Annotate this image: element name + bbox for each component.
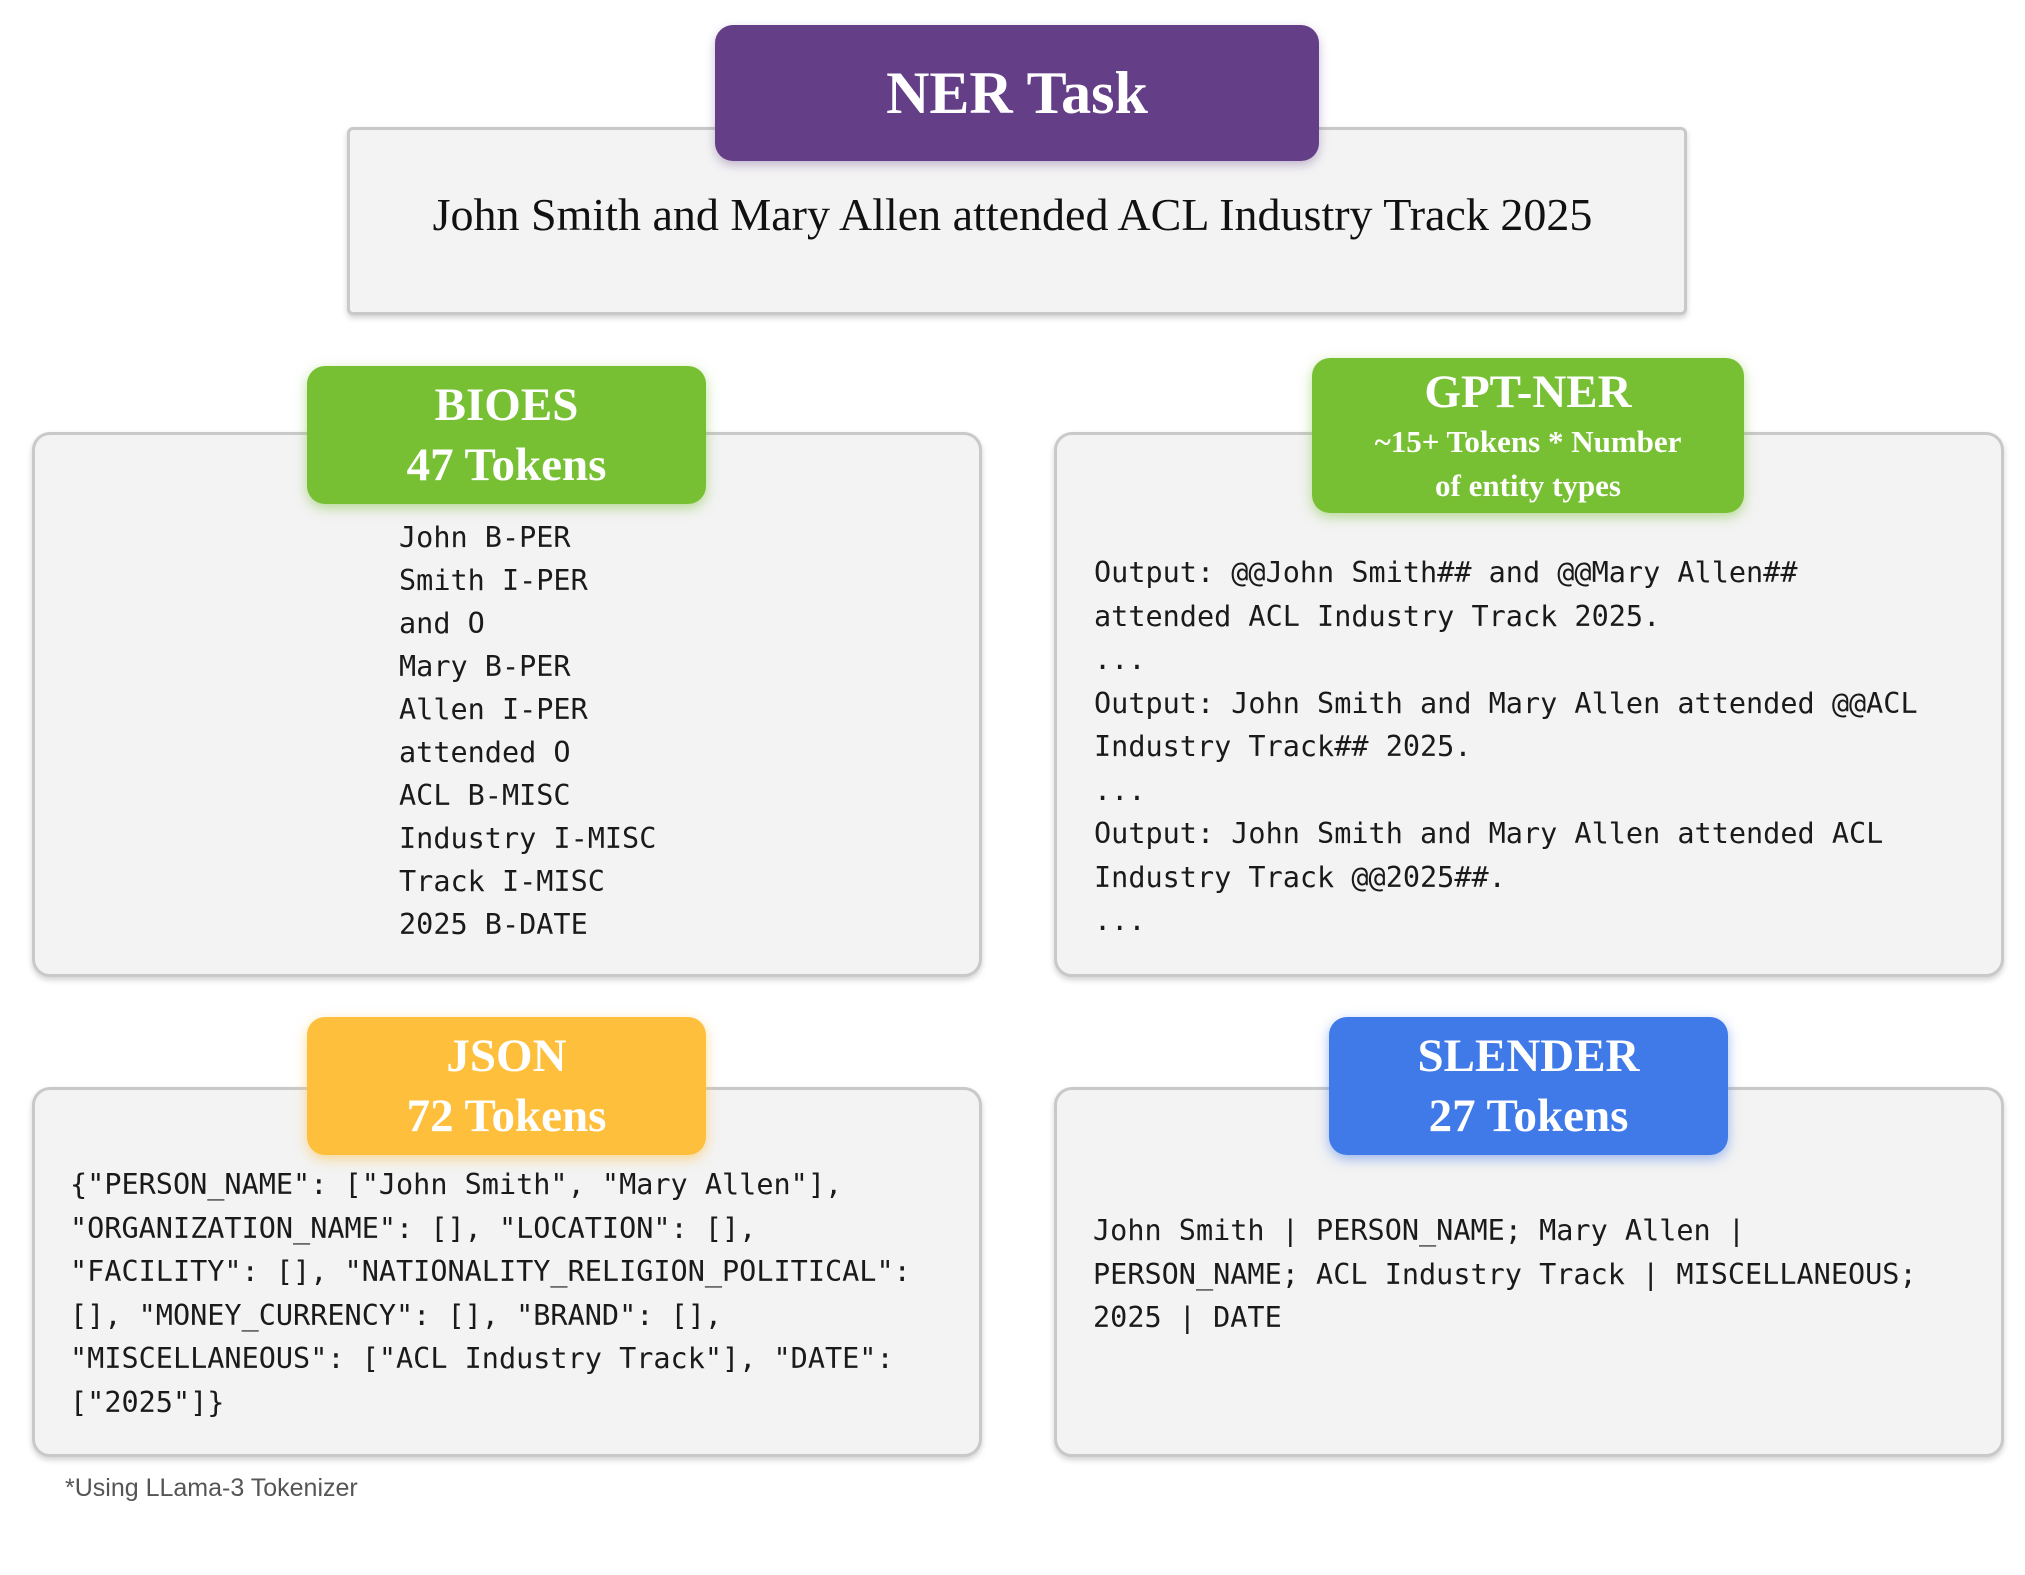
gpt-ner-name: GPT-NER — [1424, 365, 1632, 418]
bioes-panel — [32, 432, 982, 977]
bioes-line: Allen I-PER — [399, 693, 588, 726]
gpt-ner-line: Industry Track @@2025##. — [1094, 860, 1506, 894]
gpt-ner-badge: GPT-NER ~15+ Tokens * Number of entity t… — [1312, 358, 1744, 513]
bioes-line: ACL B-MISC — [399, 779, 571, 812]
slender-line: 2025 | DATE — [1093, 1301, 1282, 1334]
gpt-ner-line: ... — [1094, 904, 1146, 937]
json-line: {"PERSON_NAME": ["John Smith", "Mary All… — [70, 1168, 843, 1201]
ner-task-title: NER Task — [886, 60, 1148, 126]
slender-line: PERSON_NAME; ACL Industry Track | MISCEL… — [1093, 1257, 1917, 1291]
bioes-name: BIOES — [434, 379, 579, 431]
bioes-line: Mary B-PER — [399, 650, 571, 683]
slender-name: SLENDER — [1417, 1030, 1640, 1082]
json-line: "MISCELLANEOUS": ["ACL Industry Track"],… — [70, 1342, 894, 1375]
bioes-line: Smith I-PER — [399, 564, 588, 597]
json-output: {"PERSON_NAME": ["John Smith", "Mary All… — [70, 1163, 911, 1424]
gpt-ner-line: ... — [1094, 643, 1146, 676]
gpt-ner-line: attended ACL Industry Track 2025. — [1094, 599, 1661, 633]
bioes-output: John B-PER Smith I-PER and O Mary B-PER … — [399, 516, 656, 946]
gpt-ner-panel — [1054, 432, 2004, 977]
slender-token-count: 27 Tokens — [1428, 1090, 1629, 1142]
bioes-line: Industry I-MISC — [399, 822, 657, 855]
input-sentence: John Smith and Mary Allen attended ACL I… — [432, 189, 1593, 240]
json-line: ["2025"]} — [70, 1385, 225, 1419]
gpt-ner-output: Output: @@John Smith## and @@Mary Allen#… — [1094, 551, 1918, 943]
bioes-line: attended O — [399, 736, 571, 769]
bioes-token-count: 47 Tokens — [406, 439, 607, 491]
bioes-badge: BIOES 47 Tokens — [307, 366, 706, 504]
bioes-line: 2025 B-DATE — [399, 908, 588, 941]
slender-line: John Smith | PERSON_NAME; Mary Allen | — [1093, 1214, 1746, 1247]
json-token-count: 72 Tokens — [406, 1090, 607, 1142]
json-line: "FACILITY": [], "NATIONALITY_RELIGION_PO… — [70, 1255, 911, 1288]
gpt-ner-token-count-line2: of entity types — [1435, 467, 1621, 503]
json-line: [], "MONEY_CURRENCY": [], "BRAND": [], — [70, 1298, 723, 1332]
json-badge: JSON 72 Tokens — [307, 1017, 706, 1155]
json-name: JSON — [446, 1030, 567, 1082]
slender-output: John Smith | PERSON_NAME; Mary Allen | P… — [1093, 1209, 1917, 1340]
gpt-ner-line: Output: @@John Smith## and @@Mary Allen#… — [1094, 556, 1798, 589]
gpt-ner-line: Industry Track## 2025. — [1094, 730, 1472, 763]
slender-badge: SLENDER 27 Tokens — [1329, 1017, 1728, 1155]
json-line: "ORGANIZATION_NAME": [], "LOCATION": [], — [70, 1211, 757, 1245]
gpt-ner-line: Output: John Smith and Mary Allen attend… — [1094, 686, 1918, 720]
gpt-ner-token-count-line1: ~15+ Tokens * Number — [1374, 423, 1682, 459]
gpt-ner-line: Output: John Smith and Mary Allen attend… — [1094, 817, 1884, 850]
bioes-line: and O — [399, 607, 485, 640]
bioes-line: John B-PER — [399, 521, 571, 554]
tokenizer-footnote: *Using LLama-3 Tokenizer — [65, 1474, 358, 1502]
gpt-ner-line: ... — [1094, 773, 1146, 807]
bioes-line: Track I-MISC — [399, 865, 605, 898]
ner-task-title-badge: NER Task — [715, 25, 1319, 161]
